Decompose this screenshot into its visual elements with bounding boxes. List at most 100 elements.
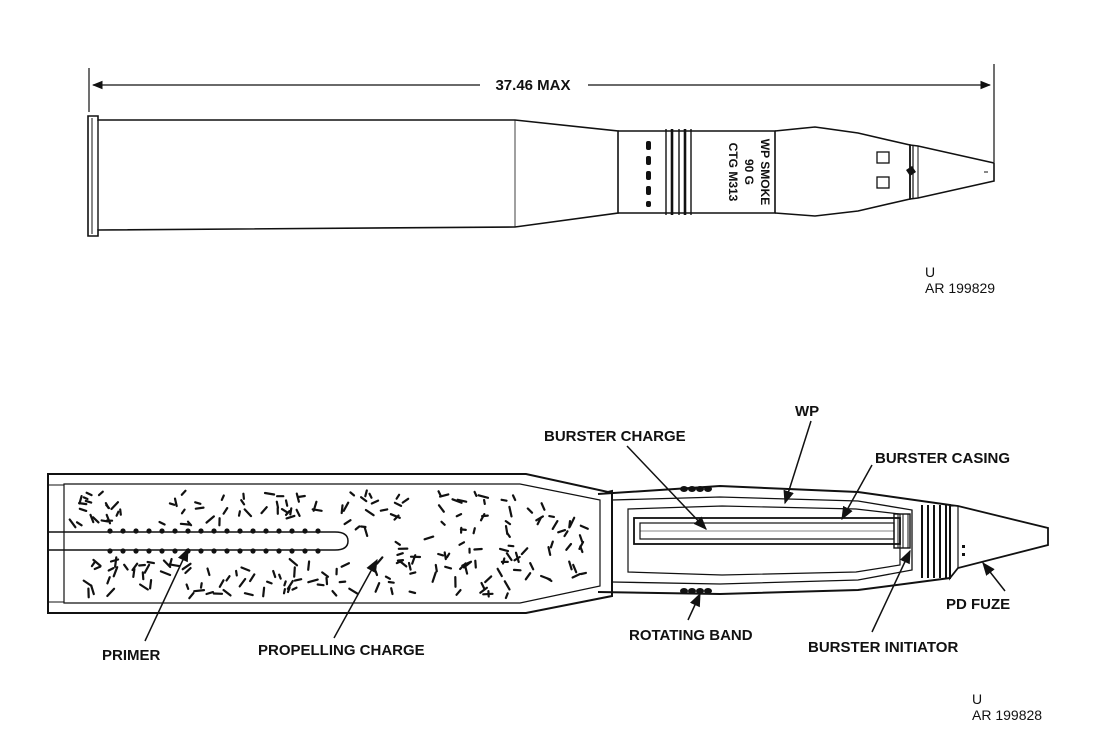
propellant-grain xyxy=(284,499,289,507)
vent-hole xyxy=(120,528,126,534)
propellant-grain xyxy=(90,560,96,568)
propellant-grain xyxy=(159,570,172,577)
propellant-grain xyxy=(92,558,102,568)
vent-hole xyxy=(263,528,269,534)
label-pd-fuze: PD FUZE xyxy=(946,596,1010,613)
propellant-grain xyxy=(374,581,381,593)
propellant-grain xyxy=(295,492,300,503)
exterior-view: 37.46 MAX xyxy=(87,64,995,237)
propellant-grain xyxy=(106,576,111,585)
vent-hole xyxy=(133,528,139,534)
propellant-grain xyxy=(557,528,567,534)
propellant-grain xyxy=(340,562,350,568)
propellant-grain xyxy=(180,489,187,496)
propellant-grain xyxy=(565,542,573,551)
propellant-grain xyxy=(75,521,83,527)
vent-hole xyxy=(237,548,243,554)
burster-initiator xyxy=(893,513,911,549)
propellant-grain xyxy=(97,490,104,497)
propellant-grain xyxy=(293,578,303,582)
propellant-grain xyxy=(549,540,554,549)
vent-hole xyxy=(250,548,256,554)
vent-hole xyxy=(185,528,191,534)
propellant-grain xyxy=(307,578,319,584)
propellant-grain xyxy=(272,569,277,579)
propellant-grain xyxy=(113,556,118,568)
propellant-grain xyxy=(363,526,369,538)
propellant-grain xyxy=(482,592,494,596)
propellant-grain xyxy=(119,508,122,516)
propellant-grain xyxy=(508,505,513,518)
propellant-grain xyxy=(243,592,254,597)
propellant-grain xyxy=(240,566,251,572)
propellant-grain xyxy=(505,552,513,562)
propellant-grain xyxy=(387,580,395,584)
propellant-grain xyxy=(115,510,120,517)
section-view: WP BURSTER CHARGE BURSTER CASING PD FUZE… xyxy=(47,403,1049,664)
propellant-grain xyxy=(340,504,344,515)
propellant-grain xyxy=(507,544,515,548)
propellant-grain xyxy=(68,518,77,529)
propellant-grain xyxy=(354,525,361,531)
propellant-grain xyxy=(206,567,211,577)
propellant-grain xyxy=(393,501,403,507)
propellant-grain xyxy=(193,588,206,593)
propellant-grain xyxy=(513,555,521,562)
propellant-grain xyxy=(580,571,588,576)
propellant-grain xyxy=(548,514,556,519)
label-burster-charge: BURSTER CHARGE xyxy=(544,428,686,445)
label-wp: WP xyxy=(795,403,819,420)
propellant-grain xyxy=(568,560,573,571)
propellant-grain xyxy=(146,560,155,565)
propellant-grain xyxy=(321,571,330,578)
propellant-grain xyxy=(348,587,359,595)
figure-id-top-line1: U xyxy=(925,264,936,280)
propellant-grain xyxy=(84,499,93,504)
propellant-grain xyxy=(240,499,246,506)
propellant-grain xyxy=(295,508,301,518)
vent-hole xyxy=(302,528,308,534)
propellant-grain xyxy=(288,557,299,567)
propellant-grain xyxy=(222,507,229,515)
propellant-grain xyxy=(484,575,493,584)
propellant-grain xyxy=(78,507,88,512)
propellant-grain xyxy=(331,589,338,597)
propellant-grain xyxy=(474,559,477,569)
vent-hole xyxy=(289,528,295,534)
propellant-grain xyxy=(110,501,120,511)
propellant-grain xyxy=(479,586,488,594)
propellant-grain xyxy=(455,588,462,596)
propellant-grain xyxy=(431,571,437,583)
propellant-grain xyxy=(282,587,286,595)
figure-id-top: U AR 199829 xyxy=(925,264,995,296)
propellant-grain xyxy=(90,584,95,596)
vent-hole xyxy=(107,528,113,534)
propellant-grain xyxy=(500,498,508,502)
propellant-grain xyxy=(444,565,453,570)
leader-lines xyxy=(144,420,1006,642)
propellant-grain xyxy=(458,541,466,546)
cartridge-case xyxy=(87,115,619,237)
propellant-grain xyxy=(243,508,253,518)
vent-hole xyxy=(133,548,139,554)
propellant-grain xyxy=(179,522,191,526)
propellant-grain xyxy=(85,491,93,497)
vent-hole xyxy=(107,548,113,554)
vent-hole xyxy=(315,548,321,554)
propellant-grain xyxy=(364,489,368,498)
vent-hole xyxy=(146,528,152,534)
fuze-threads xyxy=(921,505,947,578)
propellant-grain xyxy=(572,563,578,574)
propellant-grain xyxy=(242,492,245,500)
propellant-grain xyxy=(93,565,102,571)
fuze-exterior xyxy=(906,144,995,200)
propellant-grain xyxy=(461,560,473,567)
propellant-grain xyxy=(370,499,380,505)
propellant-grain xyxy=(443,551,447,561)
propellant-grain xyxy=(218,579,225,588)
propellant-grain xyxy=(579,524,589,530)
vent-hole xyxy=(237,528,243,534)
propellant-grain xyxy=(278,573,282,580)
vent-hole xyxy=(198,548,204,554)
